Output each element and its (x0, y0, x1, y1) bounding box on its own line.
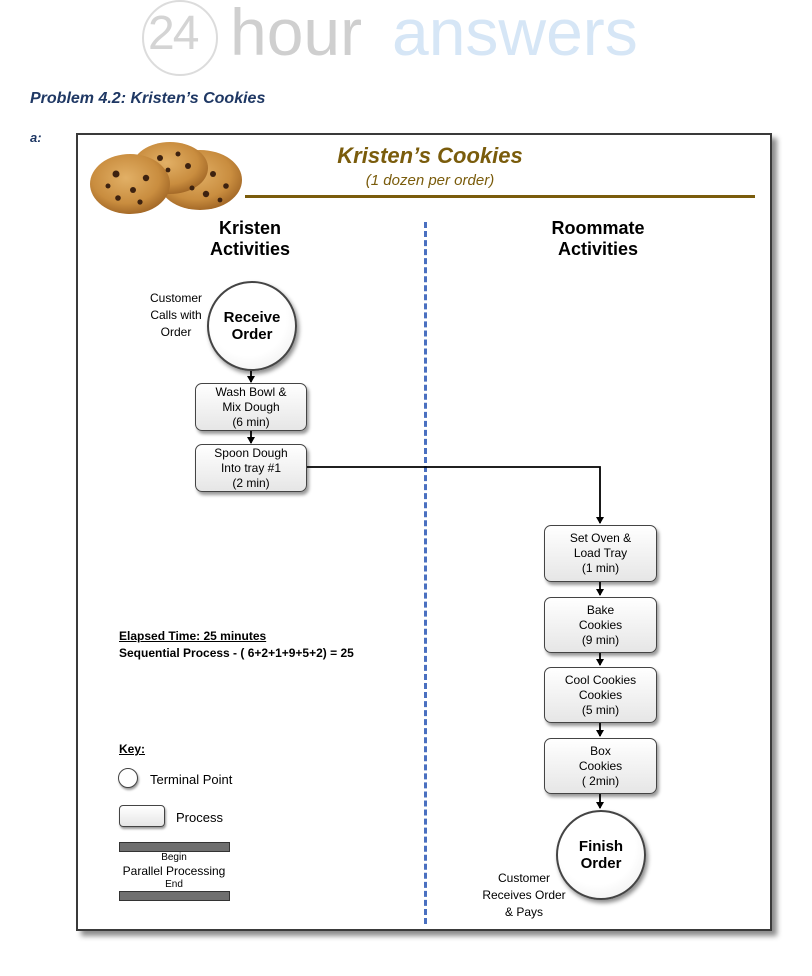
process-line: Box (590, 743, 611, 758)
key-label: Key: (119, 742, 146, 756)
title-rule (245, 195, 755, 198)
heading-line: Activities (557, 239, 639, 259)
key-begin-bar (119, 842, 230, 852)
bake-cookies-process: Bake Cookies (9 min) (544, 597, 657, 653)
box-cookies-process: Box Cookies ( 2min) (544, 738, 657, 794)
problem-title: Problem 4.2: Kristen’s Cookies (30, 90, 266, 107)
kristen-column-heading: Kristen Activities (170, 218, 330, 260)
key-end-bar (119, 891, 230, 901)
heading-line: Roommate (551, 218, 645, 238)
process-line: (2 min) (232, 475, 270, 490)
process-line: Load Tray (573, 546, 628, 560)
diagram-subtitle: (1 dozen per order) (365, 172, 495, 189)
process-line: Spoon Dough (214, 445, 288, 460)
diagram-title: Kristen’s Cookies (337, 143, 523, 168)
sequential-process-text: Sequential Process - ( 6+2+1+9+5+2) = 25 (119, 646, 354, 660)
process-line: Cookies (578, 617, 623, 632)
note-line: Receives Order (482, 888, 566, 902)
watermark-number: 24 (148, 7, 199, 60)
set-oven-process: Set Oven & Load Tray (1 min) (544, 525, 657, 582)
finish-order-terminal: Finish Order (556, 810, 646, 900)
swimlane-divider (424, 222, 427, 924)
wash-bowl-process: Wash Bowl & Mix Dough (6 min) (195, 383, 307, 431)
spoon-dough-process: Spoon Dough Into tray #1 (2 min) (195, 444, 307, 492)
process-line: Cookies (578, 758, 623, 773)
arrow-spoon-to-oven (307, 466, 604, 524)
process-line: (9 min) (581, 632, 620, 647)
receive-order-terminal: Receive Order (207, 281, 297, 371)
process-line: ( 2min) (581, 773, 620, 788)
key-parallel-text: Parallel Processing (122, 864, 226, 878)
key-terminal-symbol (118, 768, 138, 788)
elapsed-time-text: Elapsed Time: 25 minutes (119, 629, 267, 643)
watermark-logo: 24 hour answers (142, 0, 662, 76)
note-line: Customer (497, 871, 550, 885)
note-line: Calls with (150, 308, 202, 322)
cool-cookies-process: Cool Cookies Cookies (5 min) (544, 667, 657, 723)
terminal-line: Order (580, 855, 622, 872)
process-line: Set Oven & (569, 531, 632, 545)
process-line: (5 min) (581, 702, 620, 717)
key-terminal-text: Terminal Point (150, 772, 233, 787)
watermark-answers: answers (392, 0, 638, 69)
process-line: Bake (586, 602, 615, 617)
heading-line: Activities (209, 239, 291, 259)
key-process-symbol (119, 805, 165, 827)
key-begin-text: Begin (161, 852, 187, 863)
note-line: & Pays (504, 905, 543, 919)
process-line: Cool Cookies (564, 672, 637, 687)
process-line: (1 min) (581, 561, 620, 575)
process-line: Into tray #1 (220, 460, 282, 475)
heading-line: Kristen (218, 218, 281, 238)
terminal-line: Receive (223, 309, 281, 326)
part-label: a: (30, 130, 42, 145)
start-note: Customer Calls with Order (140, 290, 212, 341)
process-line: (6 min) (232, 414, 270, 429)
terminal-line: Finish (578, 838, 624, 855)
watermark-circle (142, 0, 218, 76)
cookies-image (90, 142, 242, 214)
process-line: Cookies (578, 687, 623, 702)
key-process-text: Process (176, 810, 223, 825)
key-end-text: End (165, 879, 183, 890)
terminal-line: Order (231, 326, 273, 343)
end-note: Customer Receives Order & Pays (476, 870, 572, 921)
process-line: Wash Bowl & (215, 384, 287, 399)
note-line: Order (160, 325, 192, 339)
note-line: Customer (149, 291, 202, 305)
watermark-hour: hour (230, 0, 363, 69)
process-line: Mix Dough (222, 399, 280, 414)
roommate-column-heading: Roommate Activities (518, 218, 678, 260)
